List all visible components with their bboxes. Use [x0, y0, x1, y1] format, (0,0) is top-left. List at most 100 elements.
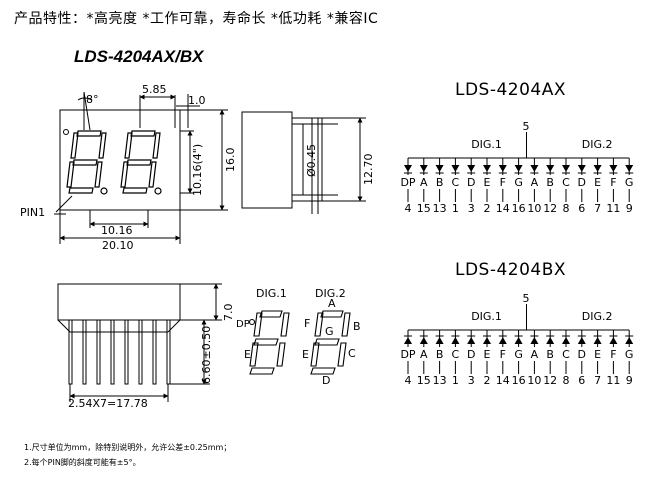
pin-number-5: 2	[484, 374, 491, 387]
led-diode-5	[483, 337, 491, 344]
segment-label-3: C	[452, 348, 460, 361]
led-diode-4	[467, 337, 476, 344]
segment-labels: DIG.1 DIG.2 DP A B C D E E F G	[236, 287, 361, 387]
pin-number-2: 13	[433, 374, 447, 387]
led-diode-9	[546, 165, 555, 172]
segment-label-4: D	[467, 176, 475, 189]
pin-number-3: 1	[452, 202, 459, 215]
label-bg-7	[512, 175, 525, 189]
label-bg-7	[512, 347, 525, 361]
pin-number-5: 2	[484, 202, 491, 215]
dig2-label: DIG.2	[582, 310, 613, 323]
led-diode-5	[483, 165, 491, 172]
segment-label-11: D	[578, 348, 586, 361]
dim-pin-length: 6.60±0.50	[200, 326, 213, 384]
seg-dp-label: DP	[236, 319, 250, 330]
label-bg-5	[481, 347, 493, 361]
label-bg-14	[623, 175, 636, 189]
label-bg-0	[402, 347, 414, 361]
led-diode-13	[609, 337, 618, 344]
side-dim-labels: Ø0.45 12.70	[305, 144, 375, 185]
dim-5-85: 5.85	[142, 83, 167, 96]
pin-number-8: 10	[527, 374, 541, 387]
common-pin-label: 5	[523, 120, 530, 133]
led-diode-10	[562, 337, 570, 344]
segment-label-0: DP	[400, 348, 415, 361]
label-bg-6	[496, 175, 509, 189]
pin-number-0: 4	[405, 374, 412, 387]
pin-number-6: 14	[496, 374, 510, 387]
angle-label: 8°	[86, 93, 99, 106]
segment-label-3: C	[452, 176, 460, 189]
led-diode-12	[593, 337, 602, 344]
segment-label-7: G	[514, 176, 523, 189]
dig1-label: DIG.1	[471, 138, 502, 151]
pin-number-13: 11	[606, 374, 620, 387]
pin-number-13: 11	[606, 202, 620, 215]
label-bg-13	[607, 175, 620, 189]
led-diode-12	[593, 165, 602, 172]
segment-label-2: B	[436, 176, 444, 189]
dim-pin-diameter: Ø0.45	[305, 144, 318, 177]
front-digit-2	[120, 130, 162, 195]
led-diode-14	[625, 337, 634, 344]
segment-label-10: C	[562, 176, 570, 189]
label-bg-14	[623, 347, 636, 361]
segment-label-0: DP	[400, 176, 415, 189]
led-diode-7	[514, 165, 523, 172]
label-bg-11	[575, 347, 588, 361]
seg-f-label: F	[304, 317, 310, 330]
pin1-label: PIN1	[20, 206, 45, 219]
led-diode-3	[451, 165, 460, 172]
pin-number-1: 15	[417, 374, 431, 387]
pin-number-3: 1	[452, 374, 459, 387]
label-bg-2	[433, 347, 446, 361]
pin-number-7: 16	[512, 202, 526, 215]
segment-diagram	[248, 310, 351, 375]
segment-label-1: A	[420, 176, 428, 189]
model-title: LDS-4204AX/BX	[74, 47, 204, 66]
dim-pitch: 10.16	[101, 224, 133, 237]
segment-label-5: E	[484, 348, 491, 361]
segment-label-10: C	[562, 348, 570, 361]
pin-number-10: 8	[563, 202, 570, 215]
seg-g-label: G	[325, 325, 334, 338]
segment-label-11: D	[578, 176, 586, 189]
seg-digit-2	[310, 310, 351, 375]
segment-label-14: G	[625, 348, 634, 361]
segment-label-1: A	[420, 348, 428, 361]
seg-b-label: B	[353, 320, 361, 333]
label-bg-12	[591, 347, 604, 361]
front-view	[54, 91, 228, 244]
seg-e2-label: E	[302, 348, 309, 361]
segment-label-5: E	[484, 176, 491, 189]
led-diode-10	[562, 165, 570, 172]
led-diode-0	[404, 337, 412, 344]
led-diode-2	[435, 165, 444, 172]
seg-c-label: C	[348, 347, 356, 360]
led-diode-8	[530, 165, 539, 172]
segment-label-2: B	[436, 348, 444, 361]
front-digit-1	[66, 130, 108, 195]
label-bg-9	[544, 347, 557, 361]
led-diode-6	[498, 337, 507, 344]
label-bg-11	[575, 175, 588, 189]
label-bg-0	[402, 175, 414, 189]
pin-number-4: 3	[468, 374, 475, 387]
dim-width: 20.10	[102, 239, 134, 252]
note-1: 1.尺寸单位为mm，除特别说明外，允许公差±0.25mm；	[24, 443, 232, 452]
pin-number-11: 6	[578, 374, 585, 387]
segment-label-8: A	[531, 348, 539, 361]
led-diode-4	[467, 165, 476, 172]
led-diode-6	[498, 165, 507, 172]
seg-dig2-label: DIG.2	[315, 287, 346, 300]
label-bg-1	[417, 347, 430, 361]
segment-label-13: F	[610, 348, 616, 361]
segment-label-6: F	[500, 176, 506, 189]
led-diode-3	[451, 337, 460, 344]
label-bg-9	[544, 175, 557, 189]
dim-depth: 12.70	[362, 154, 375, 186]
led-diode-11	[577, 337, 586, 344]
